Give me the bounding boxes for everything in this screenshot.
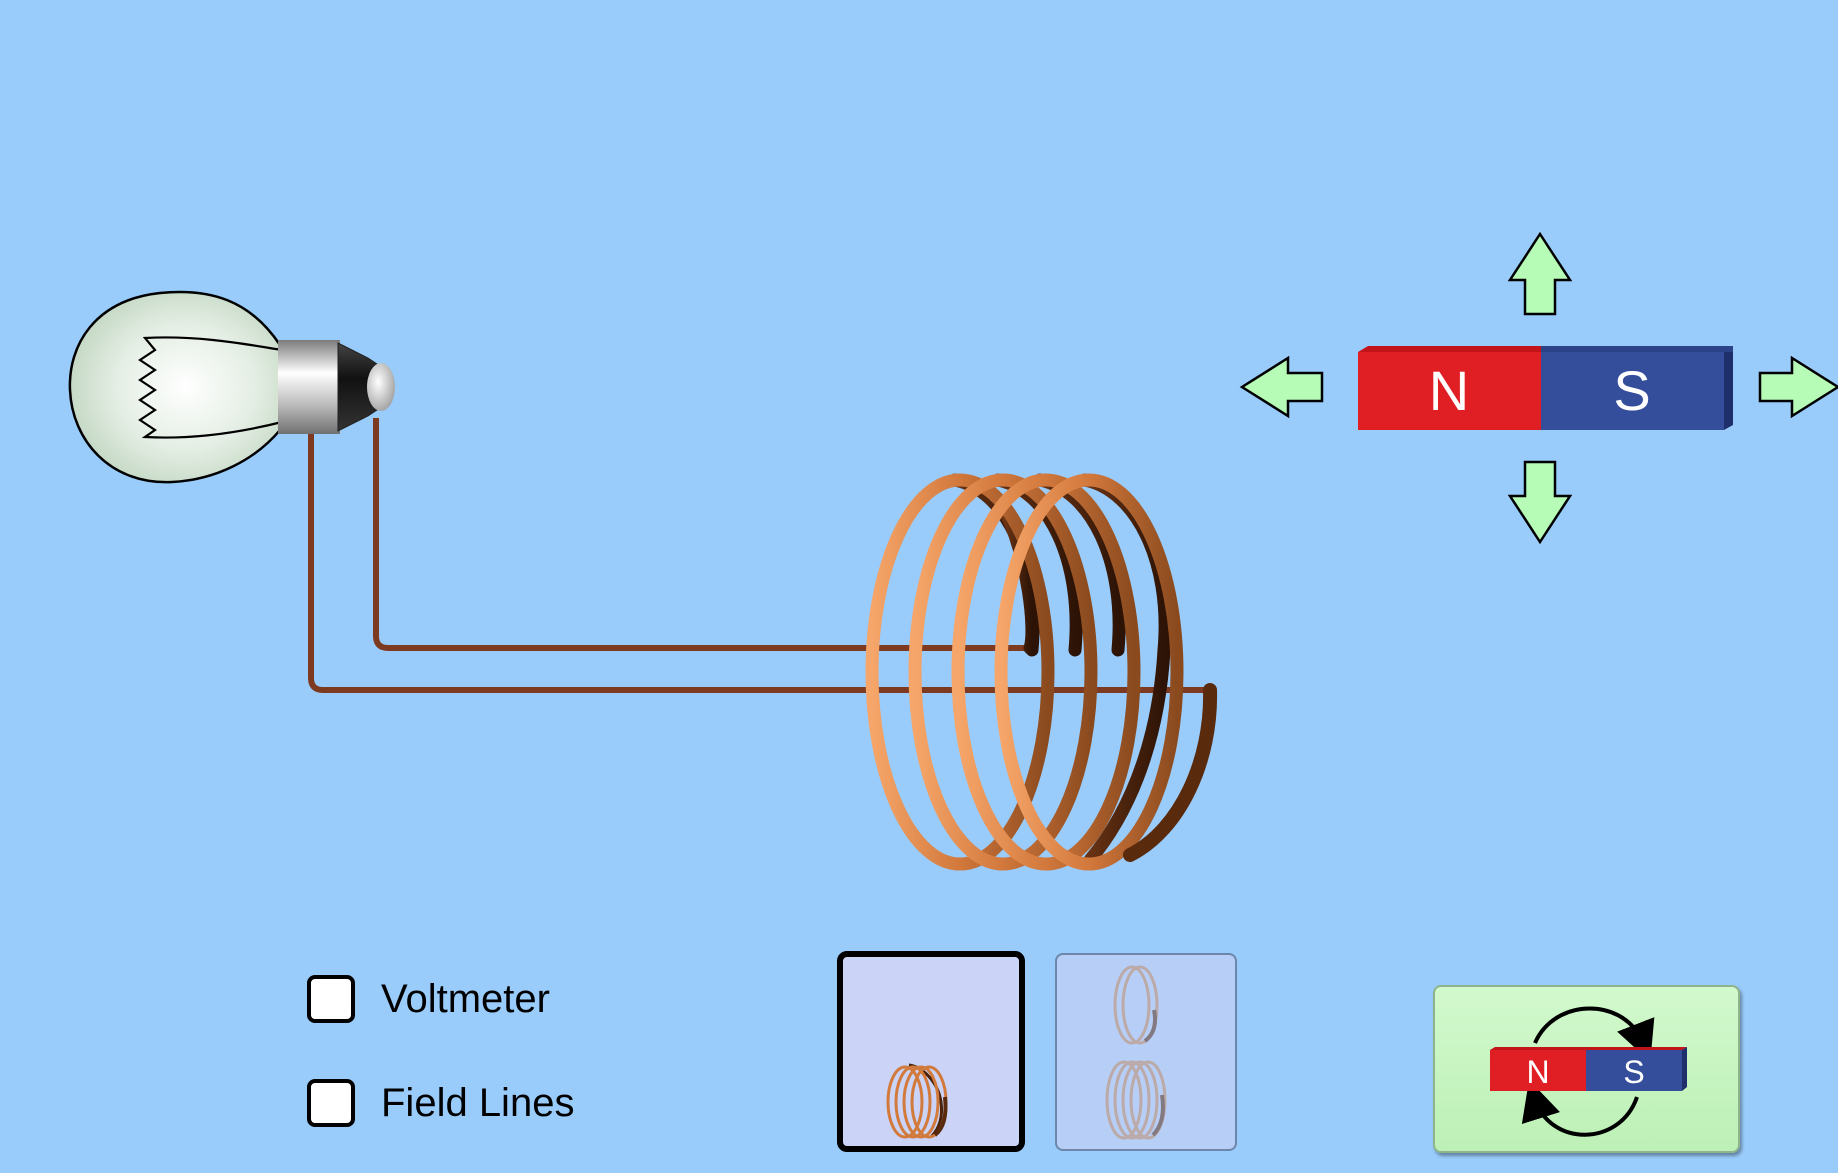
one-coil-icon [886, 1063, 948, 1139]
bulb-filament [138, 336, 283, 439]
two-coils-icon [1105, 965, 1167, 1140]
arrow-up-icon[interactable] [1507, 231, 1573, 316]
field-lines-label: Field Lines [381, 1080, 575, 1125]
light-bulb-icon [68, 290, 395, 484]
one-coil-button[interactable] [837, 951, 1025, 1152]
arrow-down-icon[interactable] [1507, 460, 1573, 545]
field-lines-checkbox[interactable] [307, 1079, 355, 1127]
coil-end [1123, 683, 1218, 862]
wire-upper [373, 418, 1030, 651]
magnet-side-edge [1724, 346, 1733, 430]
magnet-south-label: S [1613, 359, 1650, 422]
flip-south-label: S [1623, 1054, 1644, 1090]
flip-magnet-icon: N S [1490, 1006, 1687, 1137]
wire-lower [308, 430, 1210, 693]
circuit-wires [308, 418, 1210, 693]
magnet-south-pole [1541, 352, 1724, 430]
flip-arrow-top [1533, 1006, 1655, 1062]
magnet-south-top-edge [1541, 346, 1733, 352]
bulb-tip [367, 363, 395, 411]
voltmeter-toggle[interactable]: Voltmeter [307, 975, 550, 1023]
magnet-north-label: N [1429, 359, 1469, 422]
bulb-glass [68, 290, 282, 484]
bulb-base [278, 340, 340, 434]
two-coils-button[interactable] [1055, 953, 1237, 1151]
voltmeter-label: Voltmeter [381, 976, 550, 1021]
flip-arrow-bottom [1521, 1079, 1639, 1137]
magnet-assembly[interactable]: N S [1239, 231, 1838, 545]
arrow-left-icon[interactable] [1239, 355, 1324, 419]
magnet-north-pole [1358, 352, 1541, 430]
bar-magnet[interactable]: N S [1358, 346, 1733, 430]
field-lines-toggle[interactable]: Field Lines [307, 1079, 574, 1127]
flip-north-label: N [1526, 1054, 1549, 1090]
coil [865, 473, 1218, 871]
voltmeter-checkbox[interactable] [307, 975, 355, 1023]
arrow-right-icon[interactable] [1758, 355, 1838, 419]
flip-magnet-button[interactable]: N S [1433, 985, 1740, 1153]
